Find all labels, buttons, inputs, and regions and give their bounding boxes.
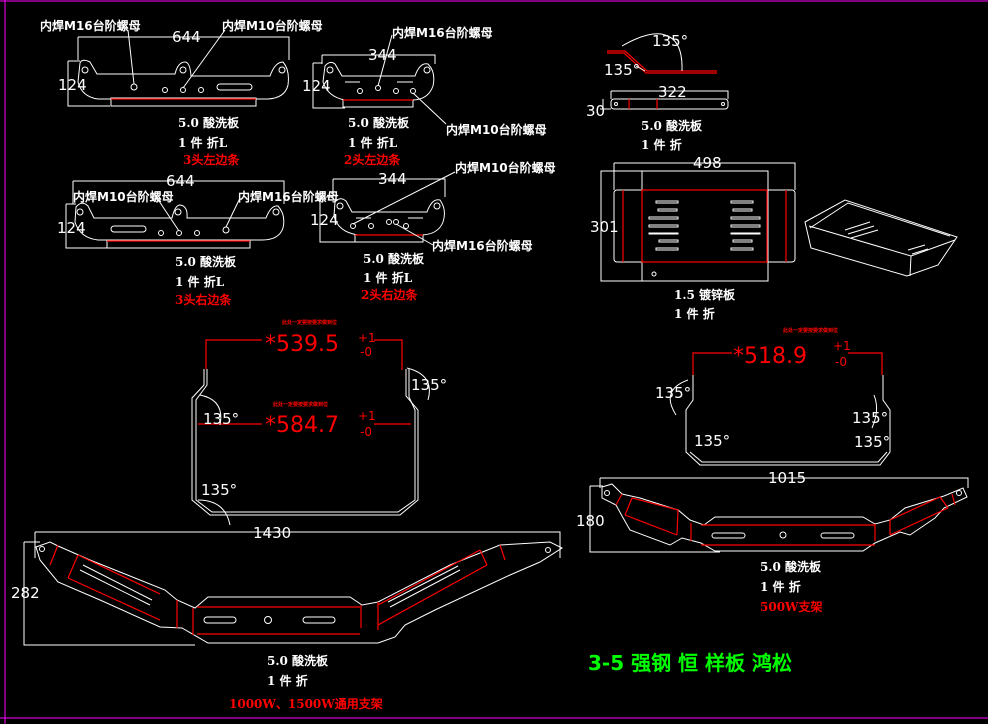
dim-height: 282 bbox=[11, 584, 40, 602]
angle-label: 135° bbox=[655, 384, 691, 402]
dim-height: 180 bbox=[576, 512, 605, 530]
part-name: 3头左边条 bbox=[183, 152, 240, 167]
material-label: 5.0 酸洗板 bbox=[641, 118, 703, 133]
part-u-bracket-large: *539.5 +1 -0 此处一定要按要求做到位 *584.7 +1 -0 此处… bbox=[191, 319, 447, 526]
angle-label: 135° bbox=[201, 481, 237, 499]
part-3-head-right-strip: 644 124 内焊M10台阶螺母 内焊M16台阶螺母 5.0 酸洗板 1 件 … bbox=[57, 172, 339, 307]
callout-m16: 内焊M16台阶螺母 bbox=[238, 189, 339, 204]
dim-height: 124 bbox=[302, 77, 331, 95]
critical-note: 此处一定要按要求做到位 bbox=[273, 401, 328, 408]
tolerance-plus: +1 bbox=[358, 331, 376, 345]
part-u-bracket-small: *518.9 +1 -0 此处一定要按要求做到位 135° 135° 135° … bbox=[655, 327, 891, 466]
part-name: 1000W、1500W通用支架 bbox=[229, 696, 383, 711]
tolerance-minus: -0 bbox=[360, 345, 372, 359]
dim-width: 344 bbox=[378, 170, 407, 188]
critical-dim-value: *539.5 bbox=[265, 332, 339, 357]
part-universal-bracket: 1430 282 5.0 酸洗板 1 件 折 1000W、1500W通用支架 bbox=[11, 524, 564, 711]
dim-width: 644 bbox=[172, 28, 201, 46]
quantity-label: 1 件 折 bbox=[674, 306, 715, 321]
critical-dim-value: *584.7 bbox=[265, 413, 339, 438]
material-label: 5.0 酸洗板 bbox=[363, 251, 425, 266]
dim-width: 344 bbox=[368, 46, 397, 64]
material-label: 5.0 酸洗板 bbox=[267, 653, 329, 668]
material-label: 5.0 酸洗板 bbox=[760, 559, 822, 574]
callout-m16: 内焊M16台阶螺母 bbox=[392, 25, 493, 40]
tray-isometric-view bbox=[804, 199, 958, 277]
tolerance-plus: +1 bbox=[833, 339, 851, 353]
dim-width: 644 bbox=[166, 172, 195, 190]
critical-note: 此处一定要按要求做到位 bbox=[783, 327, 838, 334]
callout-m16: 内焊M16台阶螺母 bbox=[40, 18, 141, 33]
angle-label: 135° bbox=[652, 32, 688, 50]
angle-label: 135° bbox=[854, 433, 890, 451]
part-3-head-left-strip: 644 124 内焊M16台阶螺母 内焊M10台阶螺母 5.0 酸洗板 1 件 … bbox=[40, 18, 323, 167]
part-name: 3头右边条 bbox=[175, 292, 232, 307]
part-galvanized-tray: 498 301 1.5 镀锌板 1 件 折 bbox=[590, 154, 796, 321]
drawing-title: 3-5 强钢 恒 样板 鸿松 bbox=[588, 651, 792, 675]
quantity-label: 1 件 折L bbox=[178, 135, 228, 150]
material-label: 1.5 镀锌板 bbox=[674, 287, 736, 302]
quantity-label: 1 件 折 bbox=[760, 579, 801, 594]
dim-width: 498 bbox=[693, 154, 722, 172]
dim-width: 322 bbox=[658, 83, 687, 101]
quantity-label: 1 件 折 bbox=[267, 673, 308, 688]
quantity-label: 1 件 折L bbox=[175, 274, 225, 289]
callout-m10: 内焊M10台阶螺母 bbox=[73, 189, 174, 204]
angle-label: 135° bbox=[411, 376, 447, 394]
dim-width: 1015 bbox=[768, 469, 806, 487]
callout-m16: 内焊M16台阶螺母 bbox=[432, 238, 533, 253]
material-label: 5.0 酸洗板 bbox=[178, 115, 240, 130]
angle-label: 135° bbox=[852, 409, 888, 427]
part-name: 500W支架 bbox=[760, 599, 823, 614]
quantity-label: 1 件 折 bbox=[641, 137, 682, 152]
material-label: 5.0 酸洗板 bbox=[175, 254, 237, 269]
tolerance-minus: -0 bbox=[835, 355, 847, 369]
tolerance-minus: -0 bbox=[360, 425, 372, 439]
quantity-label: 1 件 折L bbox=[363, 270, 413, 285]
part-name: 2头左边条 bbox=[344, 152, 401, 167]
part-bend-strip: 135° 135° 322 30 5.0 酸洗板 1 件 折 bbox=[586, 32, 729, 152]
critical-note: 此处一定要按要求做到位 bbox=[282, 319, 337, 326]
part-name: 2头右边条 bbox=[361, 287, 418, 302]
quantity-label: 1 件 折L bbox=[348, 135, 398, 150]
dim-height: 124 bbox=[57, 219, 86, 237]
dim-height: 301 bbox=[590, 218, 619, 236]
material-label: 5.0 酸洗板 bbox=[348, 115, 410, 130]
angle-label: 135° bbox=[203, 410, 239, 428]
angle-label: 135° bbox=[604, 61, 640, 79]
critical-dim-value: *518.9 bbox=[733, 344, 807, 369]
dim-height: 124 bbox=[310, 211, 339, 229]
callout-m10: 内焊M10台阶螺母 bbox=[455, 160, 556, 175]
part-2-head-right-strip: 344 124 内焊M10台阶螺母 内焊M16台阶螺母 5.0 酸洗板 1 件 … bbox=[310, 160, 556, 302]
dim-height: 30 bbox=[586, 102, 605, 120]
dim-width: 1430 bbox=[253, 524, 291, 542]
dim-height: 124 bbox=[58, 76, 87, 94]
callout-m10: 内焊M10台阶螺母 bbox=[222, 18, 323, 33]
tolerance-plus: +1 bbox=[358, 409, 376, 423]
part-2-head-left-strip: 344 124 内焊M16台阶螺母 内焊M10台阶螺母 5.0 酸洗板 1 件 … bbox=[302, 25, 547, 167]
callout-m10: 内焊M10台阶螺母 bbox=[446, 122, 547, 137]
part-500w-bracket: 1015 180 5.0 酸洗板 1 件 折 500W支架 bbox=[576, 469, 969, 614]
angle-label: 135° bbox=[694, 432, 730, 450]
